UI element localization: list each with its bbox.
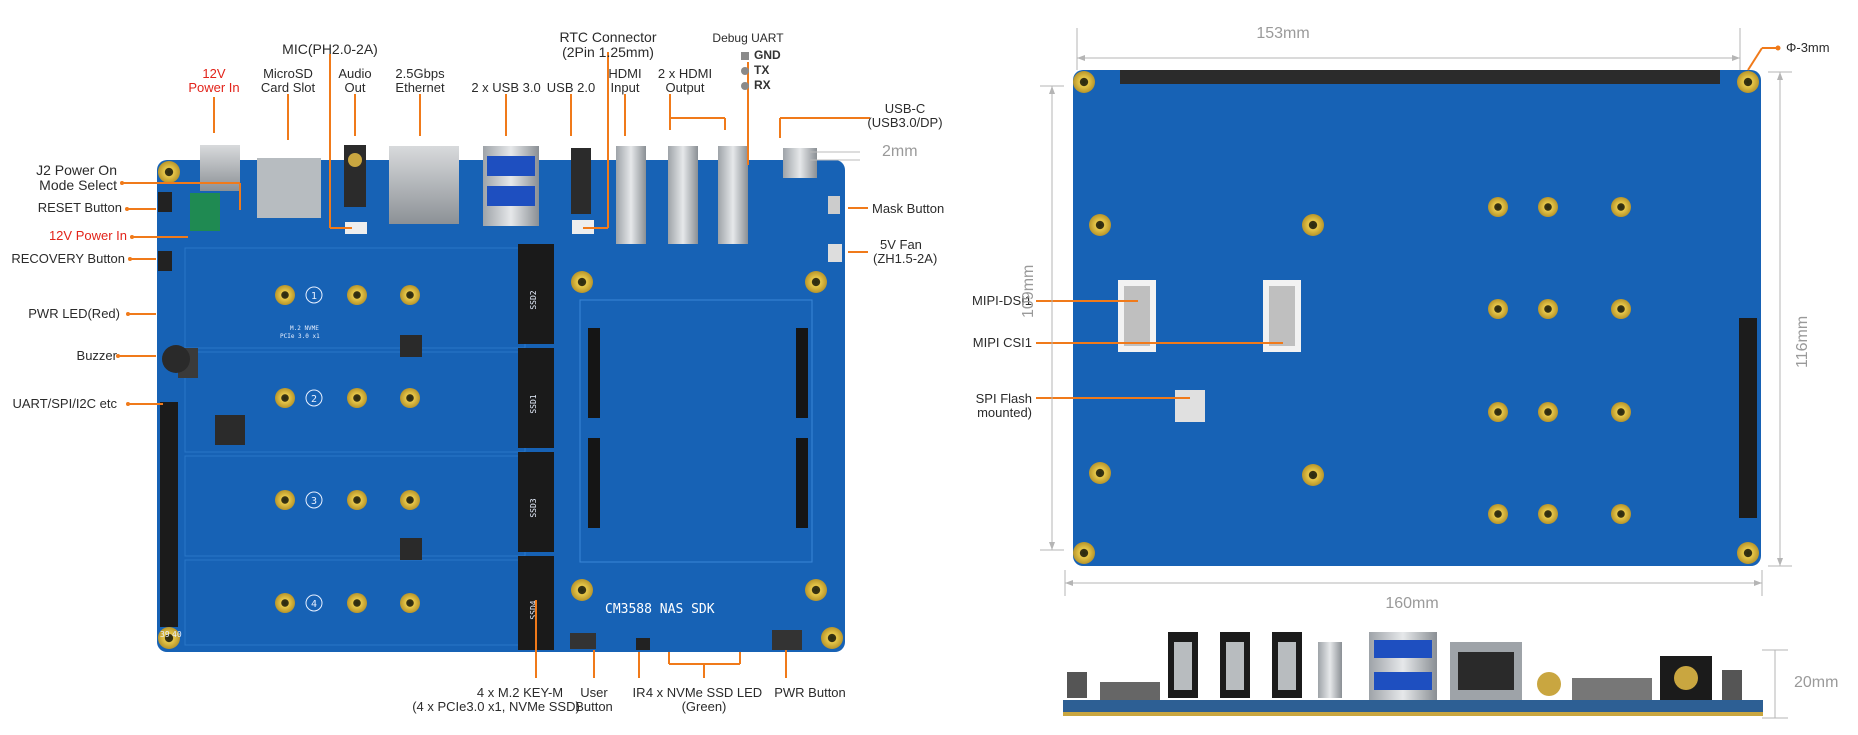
side-pcb <box>1063 700 1763 714</box>
label-rtc-connector-1: RTC Connector <box>559 29 657 45</box>
label-ethernet-1: 2.5Gbps <box>395 66 445 81</box>
svg-text:SSD4: SSD4 <box>529 600 538 619</box>
label-mipi-dsi: MIPI-DSI1 <box>972 293 1032 308</box>
label-ethernet-2: Ethernet <box>395 80 445 95</box>
slot-number-1: 1 <box>311 291 317 302</box>
label-debug-rx: RX <box>754 78 771 92</box>
dimension-lines <box>1040 28 1792 719</box>
j2-jumper <box>190 193 220 231</box>
header-pin-39: 39 <box>160 630 170 639</box>
front-annotation-lines <box>118 52 870 678</box>
pcb-back <box>1073 70 1761 566</box>
label-mask-button: Mask Button <box>872 201 945 216</box>
svg-text:SSD1: SSD1 <box>529 394 538 413</box>
label-power-in-left: 12V Power In <box>48 228 127 243</box>
label-m2-1: 4 x M.2 KEY-M <box>476 685 564 700</box>
label-rtc-connector-2: (2Pin 1.25mm) <box>562 44 654 60</box>
cm-socket: CM3588 NAS SDK <box>579 299 813 617</box>
label-debug-uart: Debug UART <box>712 31 784 45</box>
label-ssd-led-2: (Green) <box>681 699 727 714</box>
pcie-caption: PCIe 3.0 x1 <box>280 333 320 340</box>
label-user-button-2: Button <box>575 699 613 714</box>
gpio-header: 39 40 <box>160 402 182 639</box>
label-power-in-top-2: Power In <box>188 80 240 95</box>
slot-numbers: 1 2 3 4 M.2 NVME PCIe 3.0 x1 <box>280 286 323 612</box>
m2-slots: SSD2 SSD1 SSD3 SSD4 <box>518 244 554 650</box>
label-pwr-led: PWR LED(Red) <box>28 306 120 321</box>
label-j2-power-2: Mode Select <box>39 177 117 193</box>
label-fan-1: 5V Fan <box>880 237 922 252</box>
top-connectors <box>200 145 842 262</box>
label-microsd-2: Card Slot <box>260 80 316 95</box>
label-ssd-led-1: 4 x NVMe SSD LED <box>645 685 763 700</box>
label-debug-gnd: GND <box>754 48 781 62</box>
front-board: SSD2 SSD1 SSD3 SSD4 1 2 <box>157 145 845 652</box>
label-usb2: USB 2.0 <box>546 80 596 95</box>
label-fan-2: (ZH1.5-2A) <box>873 251 938 266</box>
m2-caption: M.2 NVME <box>290 325 319 332</box>
label-gpio: UART/SPI/I2C etc <box>12 396 117 411</box>
label-m2-2: (4 x PCIe3.0 x1, NVMe SSD) <box>412 699 580 714</box>
slot-number-2: 2 <box>311 394 317 405</box>
debug-uart-pins: GND TX RX <box>741 48 781 93</box>
label-usbc-2: (USB3.0/DP) <box>867 115 943 130</box>
slot-number-4: 4 <box>311 599 317 610</box>
label-j2-power-1: J2 Power On <box>36 162 117 178</box>
label-pwr-button: PWR Button <box>774 685 846 700</box>
label-hdmi-out-2: Output <box>665 80 705 95</box>
label-usbc-1: USB-C <box>884 101 926 116</box>
label-hdmi-in-1: HDMI <box>608 66 642 81</box>
label-ir: IR <box>632 685 646 700</box>
label-reset-button: RESET Button <box>37 200 122 215</box>
dim-height-right: 116mm <box>1794 315 1811 368</box>
svg-text:SSD2: SSD2 <box>529 290 538 309</box>
dim-width-bottom: 160mm <box>1385 595 1439 612</box>
label-debug-tx: TX <box>754 63 770 77</box>
gnd-square-icon <box>741 51 749 60</box>
header-pin-40: 40 <box>172 630 182 639</box>
label-buzzer: Buzzer <box>76 348 117 363</box>
label-hdmi-out-1: 2 x HDMI <box>657 66 713 81</box>
side-view <box>1063 632 1763 716</box>
label-user-button-1: User <box>580 685 608 700</box>
label-spi-flash-2: mounted) <box>977 405 1032 420</box>
back-annotation-lines <box>1036 47 1776 399</box>
slot-number-3: 3 <box>311 496 317 507</box>
label-hdmi-in-2: Input <box>610 80 640 95</box>
label-microsd-1: MicroSD <box>263 66 313 81</box>
label-mic: MIC(PH2.0-2A) <box>282 41 378 57</box>
rx-dot-icon <box>741 81 749 90</box>
label-power-in-top-1: 12V <box>202 66 226 81</box>
dim-width-top: 153mm <box>1256 25 1310 42</box>
label-audio-out-1: Audio <box>338 66 372 81</box>
back-board <box>1073 70 1761 566</box>
dimension-arrows <box>1049 55 1783 586</box>
front-holes <box>158 161 843 649</box>
dim-connector-offset: 2mm <box>882 143 918 160</box>
label-mipi-csi: MIPI CSI1 <box>972 335 1032 350</box>
label-spi-flash-1: SPI Flash <box>975 391 1032 406</box>
label-recovery-button: RECOVERY Button <box>11 251 125 266</box>
pcb-front <box>157 160 845 652</box>
sdk-name: CM3588 NAS SDK <box>605 602 715 617</box>
back-holes <box>1073 71 1759 564</box>
svg-text:SSD3: SSD3 <box>529 498 538 517</box>
buzzer-part <box>162 345 190 373</box>
tx-dot-icon <box>741 66 749 75</box>
front-annotation-dots <box>116 181 134 406</box>
label-audio-out-2: Out <box>344 80 366 95</box>
label-usb3: 2 x USB 3.0 <box>471 80 541 95</box>
dim-hole: Φ-3mm <box>1786 40 1830 55</box>
spi-flash-pad <box>1175 390 1205 422</box>
dim-height-left: 109mm <box>1020 264 1037 318</box>
dim-side-height: 20mm <box>1794 674 1839 691</box>
